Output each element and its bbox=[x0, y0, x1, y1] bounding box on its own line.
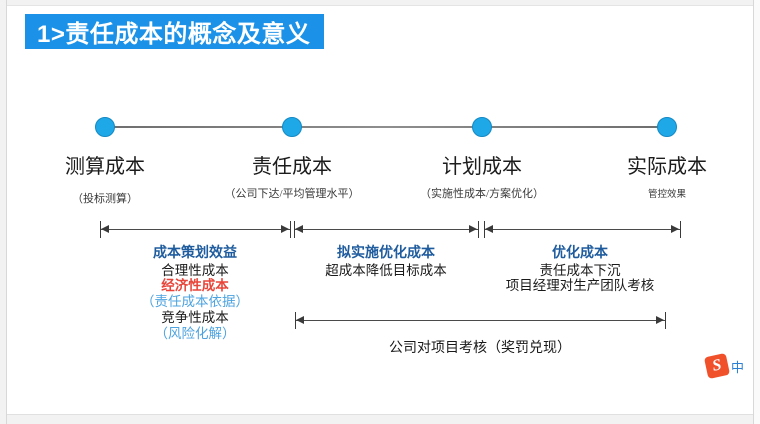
bottom-span-caption: 公司对项目考核（奖罚兑现） bbox=[389, 341, 571, 356]
timeline-node-sublabel-1: （投标测算） bbox=[72, 193, 138, 205]
segment-arrow-1-arrowhead-left-icon bbox=[101, 225, 109, 233]
timeline-node-label-1: 测算成本 bbox=[65, 156, 145, 178]
segment-arrow-3-arrowhead-right-icon bbox=[671, 225, 679, 233]
timeline-axis bbox=[105, 126, 668, 128]
segment-1-line-6: （风险化解） bbox=[154, 326, 236, 342]
viewer-frame-right-rule bbox=[753, 0, 754, 424]
bottom-span-arrow bbox=[295, 310, 666, 330]
viewer-frame-left-rule bbox=[6, 0, 7, 424]
timeline-node-sublabel-2: （公司下达/平均管理水平） bbox=[224, 188, 360, 200]
segment-arrow-2-line bbox=[294, 229, 478, 230]
segment-arrow-1-start-tick bbox=[100, 221, 101, 238]
segment-1-line-5: 竞争性成本 bbox=[161, 310, 229, 326]
viewer-frame-bottom-gutter bbox=[7, 414, 753, 424]
segment-arrow-3 bbox=[484, 219, 681, 239]
segment-arrow-3-start-tick bbox=[484, 221, 485, 238]
segment-2-line-1: 拟实施优化成本 bbox=[337, 246, 435, 261]
sogou-watermark: S 中 bbox=[703, 352, 745, 380]
segment-3-line-3: 项目经理对生产团队考核 bbox=[505, 278, 655, 294]
timeline-node-dot-2[interactable] bbox=[282, 117, 302, 137]
timeline-node-dot-4[interactable] bbox=[657, 117, 677, 137]
segment-arrow-2-arrowhead-right-icon bbox=[469, 225, 477, 233]
segment-1-line-2: 合理性成本 bbox=[161, 262, 229, 278]
segment-arrow-1 bbox=[100, 219, 291, 239]
bottom-span-arrow-arrowhead-left-icon bbox=[296, 316, 304, 324]
segment-arrow-2 bbox=[294, 219, 479, 239]
segment-arrow-1-arrowhead-right-icon bbox=[281, 225, 289, 233]
watermark-label: 中 bbox=[731, 359, 745, 375]
segment-1-line-4: （责任成本依据） bbox=[141, 294, 249, 310]
timeline-node-label-2: 责任成本 bbox=[252, 156, 332, 178]
timeline-node-sublabel-3: （实施性成本/方案优化） bbox=[419, 188, 545, 200]
timeline-node-sublabel-4: 管控效果 bbox=[647, 190, 687, 200]
bottom-span-arrow-end-tick bbox=[665, 312, 666, 329]
timeline-node-dot-1[interactable] bbox=[95, 117, 115, 137]
segment-arrow-2-end-tick bbox=[478, 221, 479, 238]
slide-title-banner: 1>责任成本的概念及意义 bbox=[25, 14, 325, 49]
timeline-node-label-4: 实际成本 bbox=[627, 156, 707, 178]
segment-arrow-1-line bbox=[100, 229, 290, 230]
segment-arrow-1-end-tick bbox=[290, 221, 291, 238]
viewer-frame-right-gutter bbox=[754, 0, 760, 424]
bottom-span-arrow-arrowhead-right-icon bbox=[656, 316, 664, 324]
sogou-logo-icon: S bbox=[703, 352, 731, 380]
segment-1-line-3: 经济性成本 bbox=[161, 278, 229, 294]
segment-arrow-3-end-tick bbox=[680, 221, 681, 238]
segment-3-line-1: 优化成本 bbox=[552, 246, 608, 261]
timeline-node-label-3: 计划成本 bbox=[442, 156, 522, 178]
bottom-span-arrow-start-tick bbox=[295, 312, 296, 329]
segment-arrow-2-arrowhead-left-icon bbox=[295, 225, 303, 233]
viewer-frame-top-gutter bbox=[7, 0, 753, 6]
timeline-node-dot-3[interactable] bbox=[472, 117, 492, 137]
segment-text-block-2: 拟实施优化成本超成本降低目标成本 bbox=[325, 246, 447, 278]
segment-3-line-2: 责任成本下沉 bbox=[539, 262, 621, 278]
segment-text-block-3: 优化成本责任成本下沉项目经理对生产团队考核 bbox=[506, 246, 655, 294]
segment-text-block-1: 成本策划效益合理性成本经济性成本（责任成本依据）竞争性成本（风险化解） bbox=[141, 246, 249, 342]
segment-arrow-3-arrowhead-left-icon bbox=[485, 225, 493, 233]
segment-arrow-2-start-tick bbox=[294, 221, 295, 238]
viewer-frame-left-gutter bbox=[0, 0, 6, 424]
segment-2-line-2: 超成本降低目标成本 bbox=[325, 262, 447, 278]
bottom-span-arrow-line bbox=[295, 320, 665, 321]
segment-1-line-1: 成本策划效益 bbox=[153, 246, 237, 261]
segment-arrow-3-line bbox=[484, 229, 680, 230]
